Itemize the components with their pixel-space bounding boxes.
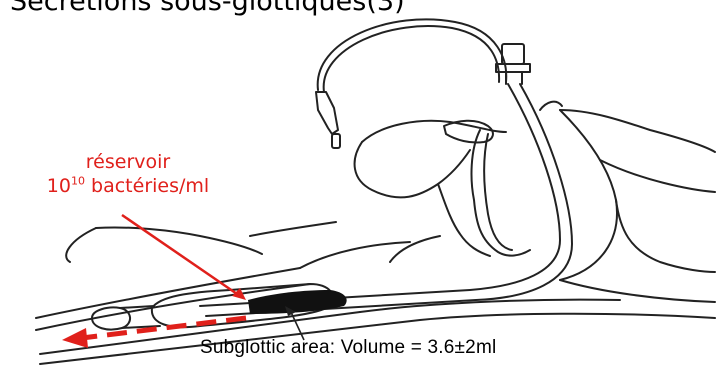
pilot-balloon	[316, 92, 338, 134]
migration-arrowhead	[62, 328, 88, 348]
tube-wall-outer	[200, 84, 560, 306]
subglottic-volume-label: Subglottic area: Volume = 3.6±2ml	[200, 337, 496, 359]
reservoir-unit: bactéries/ml	[85, 175, 209, 197]
nose	[540, 102, 562, 110]
reservoir-pointer	[122, 215, 240, 296]
lips	[444, 121, 493, 143]
reservoir-label-line2: 1010 bactéries/ml	[8, 174, 248, 198]
reservoir-exponent: 10	[71, 175, 85, 188]
pilot-line	[318, 19, 507, 90]
subglottic-secretions	[248, 290, 347, 314]
pilot-valve	[332, 134, 340, 148]
migration-arrow	[82, 318, 246, 338]
reservoir-label-line1: réservoir	[8, 150, 248, 174]
pharynx-wall	[560, 110, 617, 280]
larynx	[390, 236, 440, 262]
oesophagus	[616, 200, 715, 272]
reservoir-label: réservoir 1010 bactéries/ml	[8, 150, 248, 198]
tongue	[355, 142, 470, 197]
chin	[96, 222, 336, 254]
reservoir-base: 10	[47, 175, 71, 197]
tube-connector-top	[502, 44, 524, 64]
epiglottis	[438, 184, 490, 256]
